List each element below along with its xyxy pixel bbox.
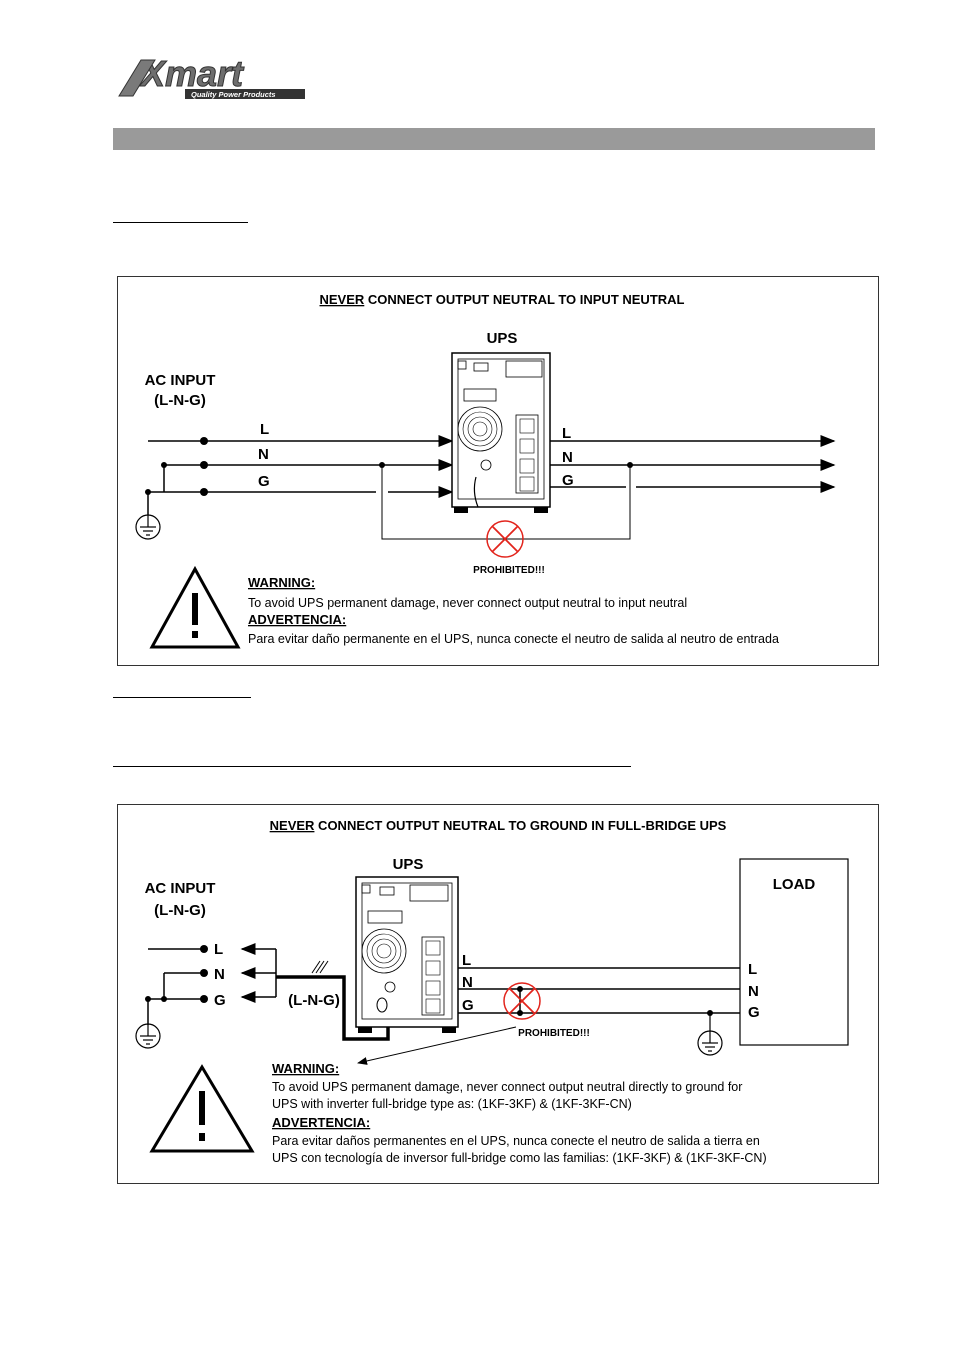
diagram1-warning-title: WARNING: xyxy=(248,575,315,590)
diagram2-input-L: L xyxy=(214,941,223,958)
heading-underline-2 xyxy=(113,697,251,698)
load-G: G xyxy=(748,1004,760,1021)
ground-symbol-load xyxy=(697,1030,723,1056)
diagram2-cable-label: (L-N-G) xyxy=(288,992,340,1009)
diagram1-advertencia-title: ADVERTENCIA: xyxy=(248,612,346,627)
warning-triangle-icon-2 xyxy=(149,1064,255,1153)
diagram1-output-L: L xyxy=(562,425,571,442)
load-label: LOAD xyxy=(773,876,816,893)
diagram2-ac-input-label: AC INPUT xyxy=(145,880,216,897)
diagram2-prohibited-label: PROHIBITED!!! xyxy=(518,1028,590,1039)
diagram1-prohibited-label: PROHIBITED!!! xyxy=(473,565,545,576)
diagram2-warning-line1: To avoid UPS permanent damage, never con… xyxy=(272,1080,742,1094)
diagram2-advertencia-line1: Para evitar daños permanentes en el UPS,… xyxy=(272,1134,760,1148)
diagram2-ups-rear-panel xyxy=(355,876,459,1033)
diagram1-input-N: N xyxy=(258,446,269,463)
load-N: N xyxy=(748,983,759,1000)
logo-x-stroke xyxy=(118,59,156,97)
brand-logo: Xmart Quality Power Products xyxy=(118,53,305,99)
diagram1-input-L: L xyxy=(260,421,269,438)
logo-wordmark: Xmart xyxy=(139,53,245,94)
diagram1-output-G: G xyxy=(562,472,574,489)
diagram-neutral-to-ground: NEVER CONNECT OUTPUT NEUTRAL TO GROUND I… xyxy=(117,804,879,1184)
diagram2-warning-title: WARNING: xyxy=(272,1061,339,1076)
diagram1-ups-rear-panel xyxy=(451,352,551,513)
diagram1-ups-label: UPS xyxy=(487,330,518,347)
diagram2-output-L: L xyxy=(462,952,471,969)
diagram2-output-N: N xyxy=(462,974,473,991)
load-box xyxy=(739,858,849,1046)
diagram-neutral-to-neutral: NEVER CONNECT OUTPUT NEUTRAL TO INPUT NE… xyxy=(117,276,879,666)
load-L: L xyxy=(748,961,757,978)
diagram2-advertencia-title: ADVERTENCIA: xyxy=(272,1115,370,1130)
ground-symbol-input-2 xyxy=(135,1023,161,1049)
diagram2-ac-input-sub: (L-N-G) xyxy=(154,902,206,919)
logo-tagline-bar xyxy=(185,89,305,99)
diagram1-ac-input-sub: (L-N-G) xyxy=(154,392,206,409)
diagram1-advertencia-text: Para evitar daño permanente en el UPS, n… xyxy=(248,632,779,646)
ground-symbol-input-1 xyxy=(135,514,161,540)
diagram1-warning-text: To avoid UPS permanent damage, never con… xyxy=(248,596,687,610)
diagram1-ac-input-label: AC INPUT xyxy=(145,372,216,389)
heading-underline-3 xyxy=(113,766,631,767)
prohibited-x-icon-2 xyxy=(503,982,541,1020)
diagram2-input-N: N xyxy=(214,966,225,983)
diagram2-ups-label: UPS xyxy=(393,856,424,873)
diagram2-advertencia-line2: UPS con tecnología de inversor full-brid… xyxy=(272,1151,767,1165)
logo-tagline: Quality Power Products xyxy=(191,90,276,99)
diagram2-title: NEVER CONNECT OUTPUT NEUTRAL TO GROUND I… xyxy=(270,818,727,833)
diagram1-input-G: G xyxy=(258,473,270,490)
heading-underline-1 xyxy=(113,222,248,223)
diagram2-output-G: G xyxy=(462,997,474,1014)
warning-triangle-icon-1 xyxy=(149,565,241,649)
prohibited-x-icon-1 xyxy=(486,520,524,558)
diagram1-title: NEVER CONNECT OUTPUT NEUTRAL TO INPUT NE… xyxy=(320,292,685,307)
diagram2-warning-line2: UPS with inverter full-bridge type as: (… xyxy=(272,1097,632,1111)
diagram1-output-N: N xyxy=(562,449,573,466)
section-header-bar xyxy=(113,128,875,150)
diagram2-input-G: G xyxy=(214,992,226,1009)
